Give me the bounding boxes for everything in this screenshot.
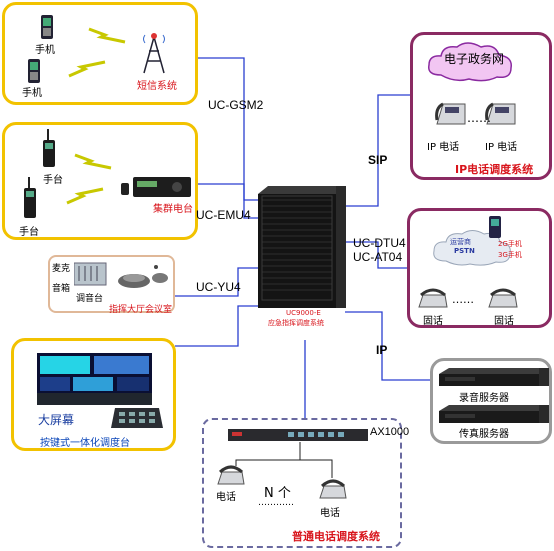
ip-phone-label-1: IP 电话 [427, 142, 460, 153]
trunk-radio-box: 手台 手台 集群电台 [2, 122, 198, 240]
pstn-dots: …… [452, 293, 474, 306]
phone-label-1: 手机 [35, 45, 55, 56]
fax-server-icon [439, 405, 549, 423]
conn-label-yu: UC-YU4 [196, 280, 241, 294]
gov-network-label: 电子政务网 [443, 52, 504, 66]
ip-phone-label-2: IP 电话 [485, 142, 518, 153]
ordinary-phone-box: AX1000 电话 N 个 ………… 电话 普通电话调度系统 [202, 418, 409, 548]
recording-server-label: 录音服务器 [459, 393, 509, 404]
cloud-icon [428, 42, 512, 82]
big-screen-box: 大屏幕 按键式一体化调度台 [11, 338, 176, 451]
landline-phone-icon [319, 479, 347, 499]
pstn-label: PSTN [454, 247, 475, 255]
big-screen-label: 大屏幕 [38, 413, 75, 427]
fax-server-label: 传真服务器 [459, 429, 509, 440]
ordinary-phone-label-2: 电话 [320, 508, 340, 519]
wireless-signal-icon [68, 60, 106, 78]
conn-label-emu: UC-EMU4 [196, 208, 251, 222]
sms-system-label: 短信系统 [137, 81, 177, 92]
conn-label-at: UC-AT04 [353, 250, 403, 264]
ip-phone-system-box: 电子政务网 …… IP 电话 IP 电话 IP电话调度系统 [410, 32, 552, 180]
wireless-signal-icon [74, 153, 112, 170]
media-servers-box: 录音服务器 传真服务器 [430, 358, 552, 444]
ip-system-title: IP电话调度系统 [455, 163, 534, 176]
server-system-label: 应急指挥调度系统 [268, 319, 324, 327]
net-3g-label: 3G手机 [498, 251, 522, 259]
landline-phone-icon [488, 288, 518, 308]
meeting-room-box: 麦克 音箱 调音台 指挥大厅会议室 [48, 255, 175, 315]
operator-label: 运营商 [450, 238, 471, 246]
radio-label-1: 手台 [43, 175, 63, 186]
radio-station-icon [121, 177, 191, 197]
pstn-phone-label-1: 固话 [423, 316, 443, 327]
conference-phone-icon [118, 265, 168, 288]
ax1000-switch-icon [228, 429, 368, 441]
server-model-label: UC9000-E [286, 309, 321, 317]
mobile-phone-icon [41, 15, 53, 39]
gsm-group-box: 手机 手机 短信系统 [2, 2, 198, 105]
n-count-label: N 个 [264, 486, 291, 501]
net-2g-label: 2G手机 [498, 240, 522, 248]
ordinary-phone-label-1: 电话 [216, 492, 236, 503]
trunk-station-label: 集群电台 [153, 204, 193, 215]
ordinary-dots: ………… [258, 498, 294, 508]
pstn-phone-label-2: 固话 [494, 316, 514, 327]
ip-dots: …… [467, 111, 491, 125]
mobile-phone-icon [28, 59, 40, 83]
wireless-signal-icon [88, 27, 126, 44]
switch-wiring [235, 442, 333, 478]
radio-label-2: 手台 [19, 227, 39, 238]
conn-label-ip: IP [376, 343, 388, 357]
conn-label-dtu: UC-DTU4 [353, 236, 406, 250]
console-label: 调音台 [76, 294, 104, 304]
pstn-box: 运营商 PSTN 2G手机 3G手机 …… 固话 固话 [407, 208, 552, 328]
landline-phone-icon [418, 288, 448, 308]
ip-phone-icon [485, 102, 516, 125]
ip-phone-icon [435, 102, 466, 125]
speaker-label: 麦克 [52, 264, 71, 274]
console-desk-label: 按键式一体化调度台 [40, 438, 130, 449]
wireless-signal-icon [66, 187, 104, 205]
mobile-phone-icon [489, 216, 501, 238]
recording-server-icon [439, 368, 549, 386]
meeting-room-label: 指挥大厅会议室 [109, 305, 173, 315]
sound-label: 音箱 [52, 284, 71, 294]
walkie-talkie-icon [43, 129, 55, 167]
mixer-icon [74, 262, 107, 286]
big-screen-display-icon [37, 353, 152, 405]
server-rack-icon [258, 186, 346, 308]
antenna-tower-icon [143, 33, 165, 74]
conn-label-sip: SIP [368, 153, 388, 167]
ax1000-label: AX1000 [370, 426, 410, 438]
landline-phone-icon [217, 465, 245, 485]
ordinary-system-title: 普通电话调度系统 [292, 530, 380, 543]
conn-label-gsm: UC-GSM2 [208, 98, 264, 112]
phone-label-2: 手机 [22, 88, 42, 99]
dispatch-console-icon [111, 408, 163, 428]
walkie-talkie-icon [24, 177, 36, 218]
